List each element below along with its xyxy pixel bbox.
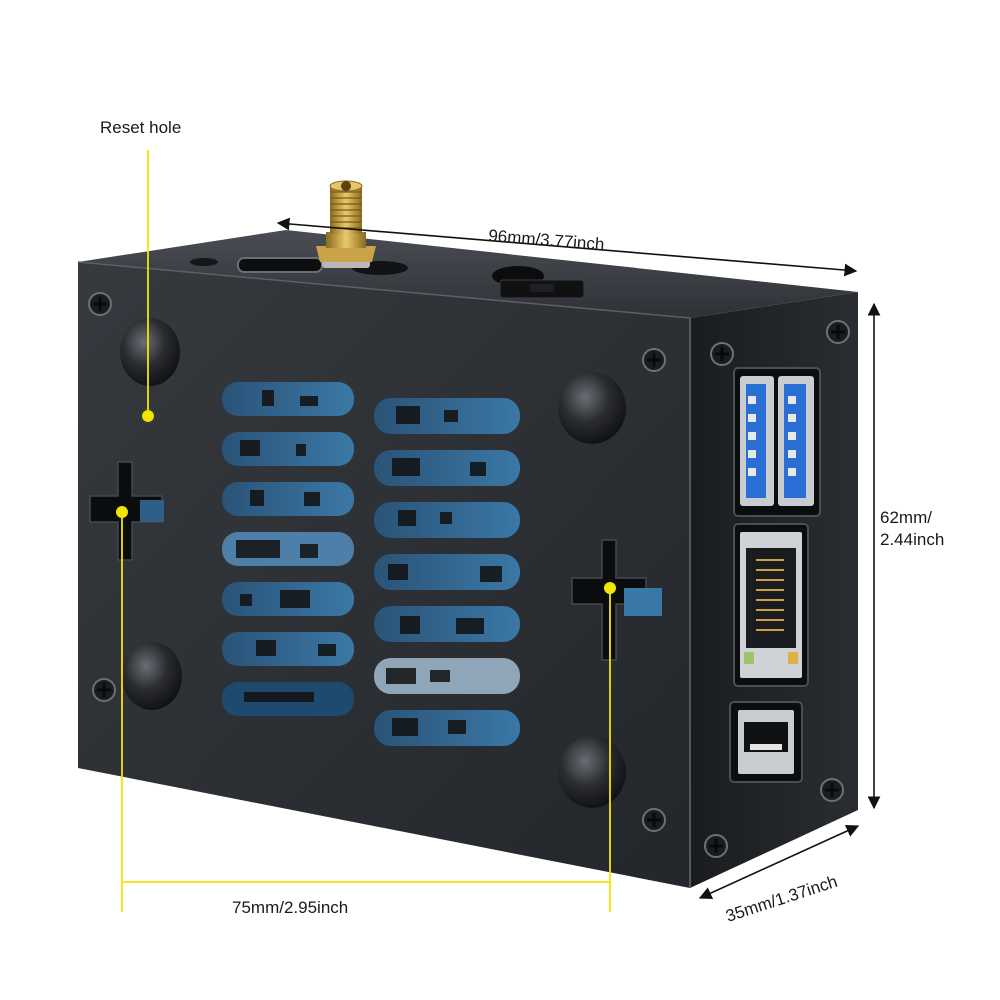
top-slot bbox=[237, 257, 323, 273]
ventilation-slot-icon bbox=[222, 382, 354, 416]
side-ports bbox=[729, 367, 821, 783]
ventilation-slot-icon bbox=[374, 606, 520, 642]
ventilation-slots bbox=[222, 382, 520, 746]
screw-icon bbox=[642, 808, 666, 832]
depth-arrow bbox=[698, 824, 860, 900]
screw-icon bbox=[88, 292, 112, 316]
screw-icon bbox=[826, 320, 850, 344]
usb-port-icon bbox=[729, 701, 803, 783]
yellow-markers bbox=[116, 410, 616, 594]
usb3-port-icon bbox=[733, 367, 821, 517]
height-dimension-label-line1: 62mm/ bbox=[880, 508, 932, 527]
rubber-foot-icon bbox=[122, 642, 182, 710]
mount-spacing-label: 75mm/2.95inch bbox=[232, 898, 348, 917]
mount-slot-right bbox=[571, 539, 662, 661]
sma-antenna-connector-icon bbox=[316, 180, 376, 268]
length-arrow bbox=[276, 217, 858, 277]
screw-icon bbox=[820, 778, 844, 802]
yellow-guides bbox=[121, 150, 611, 912]
ventilation-slot-icon bbox=[222, 482, 354, 516]
screw-icon bbox=[704, 834, 728, 858]
length-dimension-label: 96mm/3.77inch bbox=[488, 226, 605, 254]
ventilation-slot-icon bbox=[222, 632, 354, 666]
ethernet-port-icon bbox=[733, 523, 809, 687]
screw-icon bbox=[642, 348, 666, 372]
dimension-arrows bbox=[276, 217, 881, 900]
rubber-foot-icon bbox=[558, 372, 626, 444]
rubber-foot-icon bbox=[120, 318, 180, 386]
screw-icon bbox=[710, 342, 734, 366]
height-dimension-label-line2: 2.44inch bbox=[880, 530, 944, 549]
rubber-foot-icon bbox=[558, 736, 626, 808]
rubber-feet bbox=[120, 318, 626, 808]
reset-hole-label: Reset hole bbox=[100, 118, 181, 137]
screw-icon bbox=[92, 678, 116, 702]
